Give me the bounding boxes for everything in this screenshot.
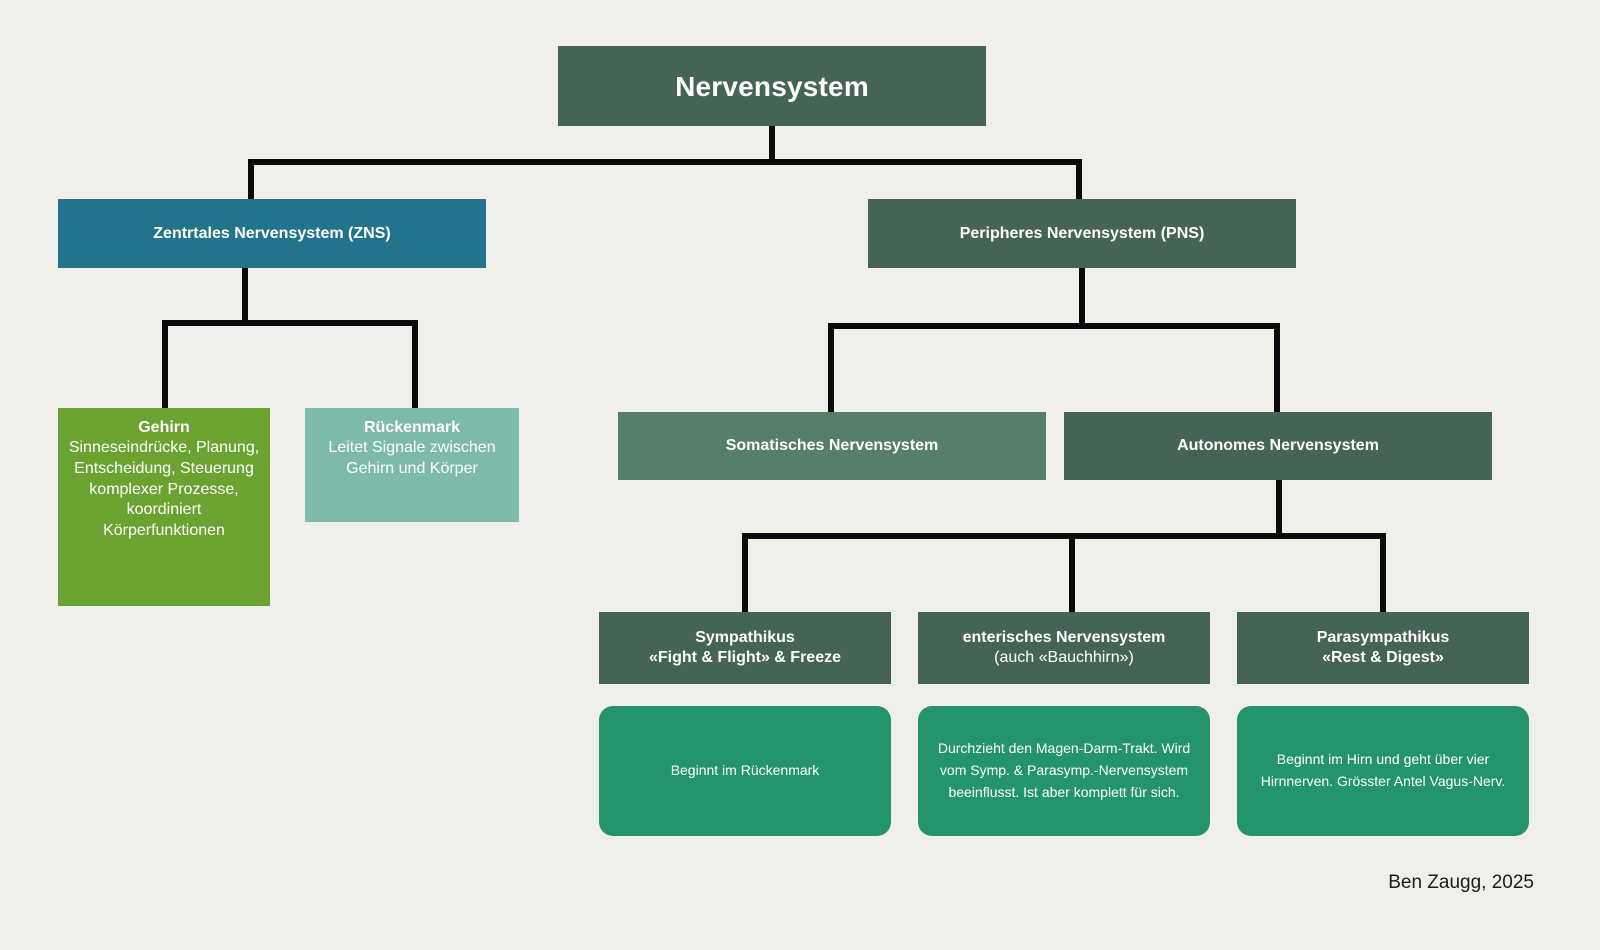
connector-autonom-to-parasympathikus [1380,533,1386,615]
node-enterisches-nervensystem[interactable]: enterisches Nervensystem (auch «Bauchhir… [918,612,1210,684]
node-gehirn-description: Sinneseindrücke, Planung, Entscheidung, … [68,439,260,540]
connector-root-bus [248,159,1082,165]
node-zentrales-nervensystem[interactable]: Zentrtales Nervensystem (ZNS) [58,199,486,268]
node-rueckenmark-description: Leitet Signale zwischen Gehirn und Körpe… [328,439,496,477]
card-sympathikus-text: Beginnt im Rückenmark [670,762,820,779]
node-autonomes-nervensystem-label: Autonomes Nervensystem [1177,437,1379,454]
node-gehirn-label: Gehirn [138,419,190,436]
node-enterisches-nervensystem-label: enterisches Nervensystem [962,628,1166,646]
node-peripheres-nervensystem[interactable]: Peripheres Nervensystem (PNS) [868,199,1296,268]
connector-zns-to-rueckenmark [412,320,418,410]
node-parasympathikus[interactable]: Parasympathikus «Rest & Digest» [1237,612,1529,684]
connector-pns-to-autonom [1274,323,1280,415]
node-enterisches-nervensystem-subtitle: (auch «Bauchhirn») [994,648,1134,666]
node-zentrales-nervensystem-label: Zentrtales Nervensystem (ZNS) [153,224,391,242]
connector-pns-bus [828,323,1280,329]
connector-root-stem [769,126,775,164]
card-sympathikus[interactable]: Beginnt im Rückenmark [599,706,891,836]
card-parasympathikus-text: Beginnt im Hirn und geht über vier Hirnn… [1260,751,1506,789]
node-sympathikus[interactable]: Sympathikus «Fight & Flight» & Freeze [599,612,891,684]
node-rueckenmark-label: Rückenmark [363,419,461,436]
card-parasympathikus[interactable]: Beginnt im Hirn und geht über vier Hirnn… [1237,706,1529,836]
connector-autonom-to-enterisch [1069,533,1075,615]
node-autonomes-nervensystem[interactable]: Autonomes Nervensystem [1064,412,1492,480]
connector-pns-stem [1079,268,1085,326]
connector-autonom-to-sympathikus [742,533,748,615]
node-somatisches-nervensystem[interactable]: Somatisches Nervensystem [618,412,1046,480]
card-enterisches-nervensystem-text: Durchzieht den Magen-Darm-Trakt. Wird vo… [937,740,1191,800]
connector-root-to-pns [1076,159,1082,201]
node-gehirn[interactable]: Gehirn Sinneseindrücke, Planung, Entsche… [58,408,270,606]
connector-zns-stem [242,268,248,323]
node-sympathikus-label: Sympathikus [695,629,795,646]
node-nervensystem[interactable]: Nervensystem [558,46,986,126]
connector-autonom-stem [1276,480,1282,538]
node-somatisches-nervensystem-label: Somatisches Nervensystem [725,437,939,454]
node-parasympathikus-subtitle: «Rest & Digest» [1322,649,1444,666]
connector-zns-bus [162,320,418,326]
connector-pns-to-somatisch [828,323,834,415]
card-enterisches-nervensystem[interactable]: Durchzieht den Magen-Darm-Trakt. Wird vo… [918,706,1210,836]
connector-root-to-zns [248,159,254,201]
connector-zns-to-gehirn [162,320,168,410]
node-sympathikus-subtitle: «Fight & Flight» & Freeze [648,649,841,666]
node-parasympathikus-label: Parasympathikus [1316,629,1450,646]
node-peripheres-nervensystem-label: Peripheres Nervensystem (PNS) [959,224,1205,242]
connector-autonom-bus [742,533,1386,539]
node-nervensystem-label: Nervensystem [675,70,869,102]
node-rueckenmark[interactable]: Rückenmark Leitet Signale zwischen Gehir… [305,408,519,522]
credit-text: Ben Zaugg, 2025 [1388,872,1534,893]
